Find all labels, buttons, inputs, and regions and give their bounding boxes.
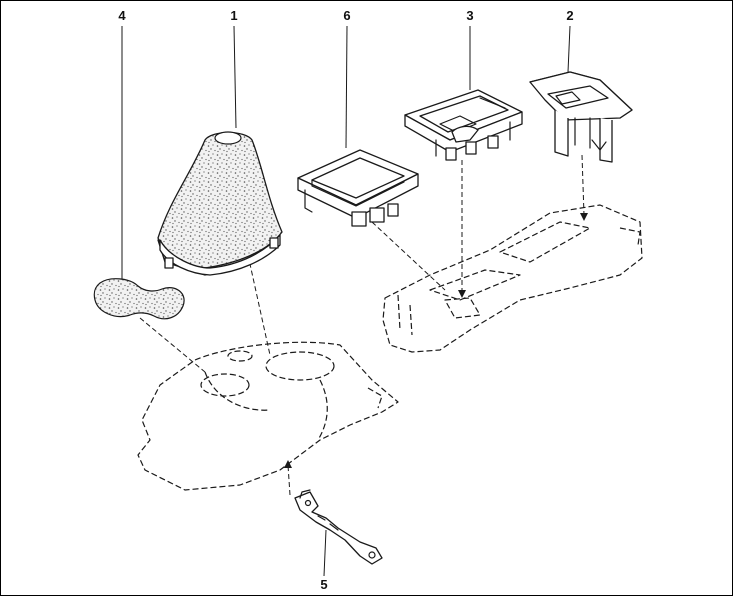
leader-line-1 bbox=[233, 25, 237, 129]
callout-5-label: 5 bbox=[320, 577, 327, 592]
guide-line-2 bbox=[581, 154, 585, 216]
guide-arrow-5 bbox=[284, 460, 292, 468]
callout-1-label: 1 bbox=[230, 8, 237, 23]
lower-console-outline bbox=[137, 341, 399, 491]
assembly-guide-lines bbox=[139, 154, 585, 496]
guide-line-1 bbox=[247, 254, 271, 356]
callout-2-label: 2 bbox=[566, 8, 573, 23]
guide-line-5 bbox=[287, 464, 291, 496]
leader-line-2 bbox=[567, 25, 571, 73]
guide-line-6 bbox=[371, 221, 446, 291]
leader-line-5 bbox=[323, 529, 327, 577]
part-4-anti-slip-mat bbox=[93, 278, 185, 320]
guide-arrow-3 bbox=[458, 290, 466, 298]
part-2-rear-cover bbox=[529, 71, 633, 163]
part-1-gear-shift-boot bbox=[157, 131, 283, 276]
leader-lines bbox=[121, 25, 571, 577]
part-6-storage-tray bbox=[297, 149, 419, 227]
part-3-switch-panel bbox=[404, 89, 523, 161]
guide-arrow-2 bbox=[580, 213, 588, 221]
part-5-mounting-bracket bbox=[294, 489, 383, 565]
upper-console-outline bbox=[382, 204, 643, 353]
guide-line-4 bbox=[139, 317, 206, 373]
callout-3-label: 3 bbox=[466, 8, 473, 23]
callout-6-label: 6 bbox=[343, 8, 350, 23]
callout-4-label: 4 bbox=[118, 8, 126, 23]
leader-line-6 bbox=[345, 25, 348, 149]
